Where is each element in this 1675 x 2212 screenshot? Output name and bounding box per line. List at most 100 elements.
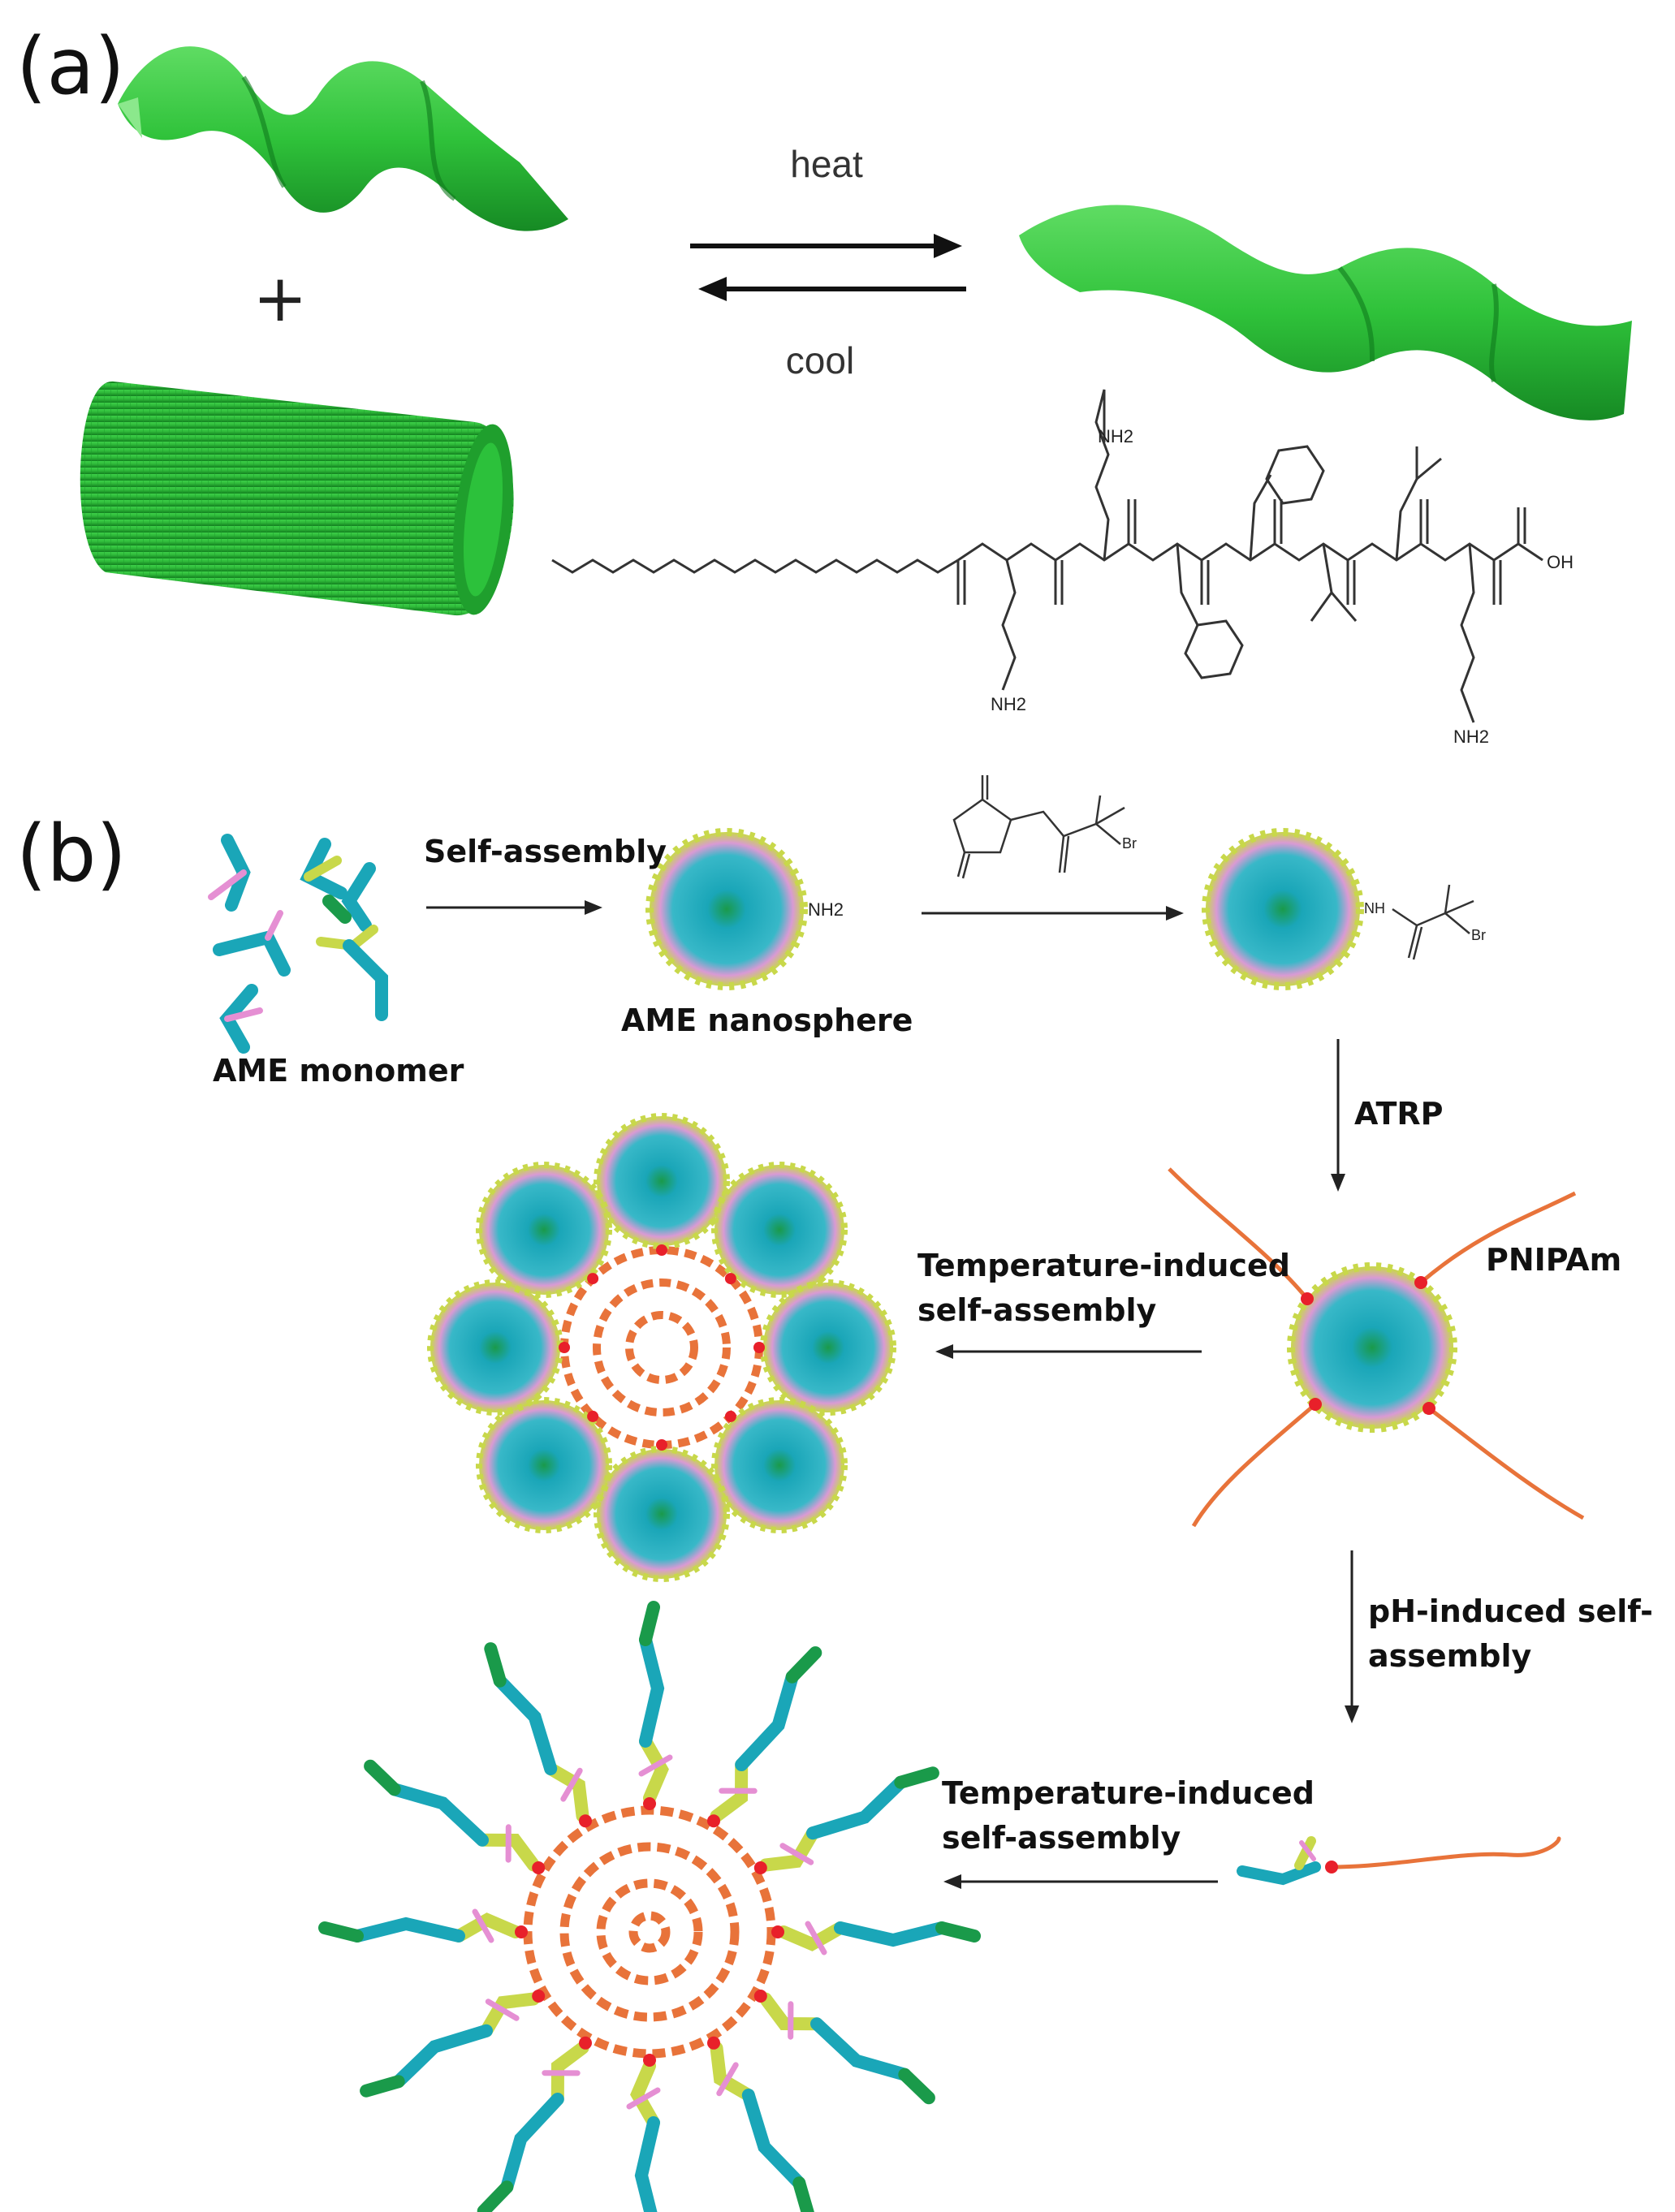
micelle-arm-shell	[710, 1758, 749, 1823]
micelle-arm-shell	[630, 2059, 660, 2129]
micelle-arm-shell	[758, 1992, 823, 2031]
temp-induced-label-lower-line1: Temperature-induced	[942, 1775, 1315, 1811]
micelle-arm-shell	[452, 1912, 522, 1943]
anchor-dot	[643, 1797, 656, 1810]
br-label-sphere: Br	[1471, 927, 1486, 943]
temp-induced-label-upper-line2: self-assembly	[917, 1292, 1157, 1328]
micelle-arm-shell	[550, 2041, 589, 2106]
aggregate-nanosphere	[714, 1165, 844, 1295]
atrp-arrow	[1331, 1039, 1345, 1192]
anchor-dot	[707, 1814, 720, 1828]
aggregate-nanosphere	[597, 1449, 727, 1579]
aggregate-nanosphere-rim	[711, 1162, 848, 1298]
micelle-arm-tip	[318, 1921, 364, 1943]
aggregate-nanosphere	[714, 1400, 844, 1530]
temp-induced-arrow-upper	[935, 1344, 1202, 1359]
anchor-dot	[724, 1273, 736, 1285]
micelle-arm-helix	[387, 1783, 489, 1847]
anchor-dot	[587, 1273, 599, 1285]
micelle-arm-tip	[484, 1642, 507, 1688]
anchor-dot	[643, 2054, 656, 2067]
anchor-dot	[724, 1410, 736, 1422]
anchor-dot	[753, 1342, 765, 1353]
micelle-arm-tip	[639, 1601, 660, 1646]
micelle-arm-coil	[716, 2062, 739, 2097]
aggregate-nanosphere-rim	[711, 1397, 848, 1533]
initiator-functionalized-nanosphere	[1202, 828, 1474, 990]
micelle-arm-helix	[810, 2017, 912, 2081]
aggregate-nanosphere-rim	[594, 1446, 730, 1582]
pnipam-core-micelle	[318, 1601, 981, 2212]
micelle-arm-coil	[485, 1999, 520, 2021]
twisted-ribbon-shape	[118, 46, 568, 231]
aggregate-nanosphere	[479, 1165, 609, 1295]
cool-label: cool	[786, 339, 854, 382]
micelle-arm-coil	[472, 1908, 494, 1943]
nanotube-cylinder-shape	[80, 381, 514, 616]
micelle-arm-tip	[898, 2068, 935, 2105]
micelle-arm-shell	[480, 1992, 541, 2037]
ame-monomer-cluster	[208, 834, 388, 1054]
ph-induced-label-line1: pH-induced self-	[1368, 1593, 1653, 1629]
anchor-dot	[753, 1990, 767, 2003]
heat-label: heat	[790, 143, 863, 185]
nanosphere-aggregate-ring	[427, 1113, 896, 1582]
self-assembly-arrow	[426, 900, 602, 915]
plus-sign: +	[253, 261, 307, 336]
anchor-dot	[532, 1990, 546, 2003]
micelle-arm-tip	[935, 1921, 981, 1943]
micelle-arm-helix	[834, 1921, 948, 1947]
anchor-dot	[532, 1861, 546, 1874]
aggregate-nanosphere	[597, 1116, 727, 1246]
panel-b-label: (b)	[16, 808, 127, 899]
micelle-arm-helix	[500, 2093, 564, 2194]
micelle-arm-tip	[477, 2180, 514, 2212]
nh2-label-sphere: NH2	[808, 899, 844, 920]
ame-nanosphere-label: AME nanosphere	[621, 1003, 913, 1038]
nh2-label-bottom-right: NH2	[1453, 727, 1489, 747]
ame-nanosphere	[645, 828, 808, 990]
micelle-arm-helix	[639, 1633, 665, 1748]
micelle-arm-helix	[391, 2024, 493, 2089]
ame-monomer-label: AME monomer	[213, 1053, 464, 1089]
anchor-dot	[579, 2036, 592, 2050]
micelle-arm-shell	[710, 2041, 755, 2102]
aggregate-nanosphere	[763, 1283, 893, 1412]
micelle-arm-tip	[792, 2176, 814, 2212]
ph-induced-arrow	[1345, 1550, 1359, 1723]
nh-label: NH	[1364, 900, 1385, 916]
micelle-arm-tip	[364, 1759, 401, 1796]
anchor-dot	[579, 1814, 592, 1828]
anchor-dot	[771, 1925, 784, 1938]
anchor-dot	[656, 1244, 667, 1256]
aggregate-nanosphere-rim	[476, 1162, 612, 1298]
monomer-pnipam-conjugate	[1237, 1836, 1561, 1886]
temp-induced-label-upper-line1: Temperature-induced	[917, 1248, 1290, 1283]
ph-induced-label-line2: assembly	[1368, 1638, 1531, 1674]
micelle-arm-tip	[785, 1646, 822, 1684]
anchor-dot	[707, 2036, 720, 2050]
micelle-arm-helix	[351, 1917, 465, 1943]
micelle-arm-shell	[777, 1921, 847, 1951]
micelle-arm-shell	[639, 1735, 669, 1805]
anchor-dot	[587, 1410, 599, 1422]
self-assembly-label: Self-assembly	[424, 834, 667, 869]
micelle-arm-coil	[779, 1843, 814, 1865]
micelle-arm-tip	[360, 2075, 405, 2098]
functionalization-arrow	[922, 906, 1184, 921]
anchor-dot	[559, 1342, 570, 1353]
aggregate-nanosphere	[430, 1283, 560, 1412]
micelle-arm-shell	[544, 1762, 589, 1823]
micelle-arm-helix	[634, 2116, 660, 2212]
anchor-dot	[753, 1861, 767, 1874]
peptide-amphiphile-structure	[551, 389, 1543, 723]
micelle-arm-tip	[894, 1766, 939, 1789]
micelle-arm-coil	[638, 1754, 673, 1777]
micelle-arm-coil	[626, 2087, 661, 2110]
micelle-arm-helix	[806, 1775, 908, 1840]
anchor-dot	[656, 1439, 667, 1451]
nh2-label-top: NH2	[1098, 426, 1133, 446]
pnipam-label: PNIPAm	[1486, 1242, 1621, 1278]
helical-ribbon-shape	[1019, 205, 1632, 420]
